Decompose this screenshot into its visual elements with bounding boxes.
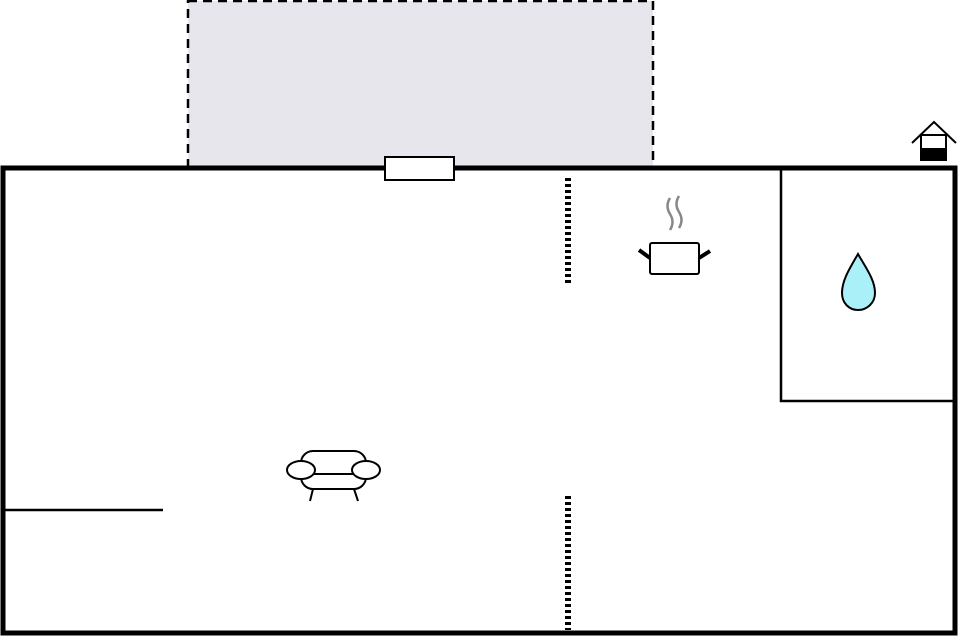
bathroom-wall [779, 166, 957, 403]
cooking-pot-icon [637, 195, 712, 275]
house-icon [911, 120, 957, 161]
water-drop-icon [840, 251, 877, 312]
sofa-icon [286, 450, 381, 502]
terrace [186, 0, 655, 169]
window-icon [384, 156, 455, 181]
